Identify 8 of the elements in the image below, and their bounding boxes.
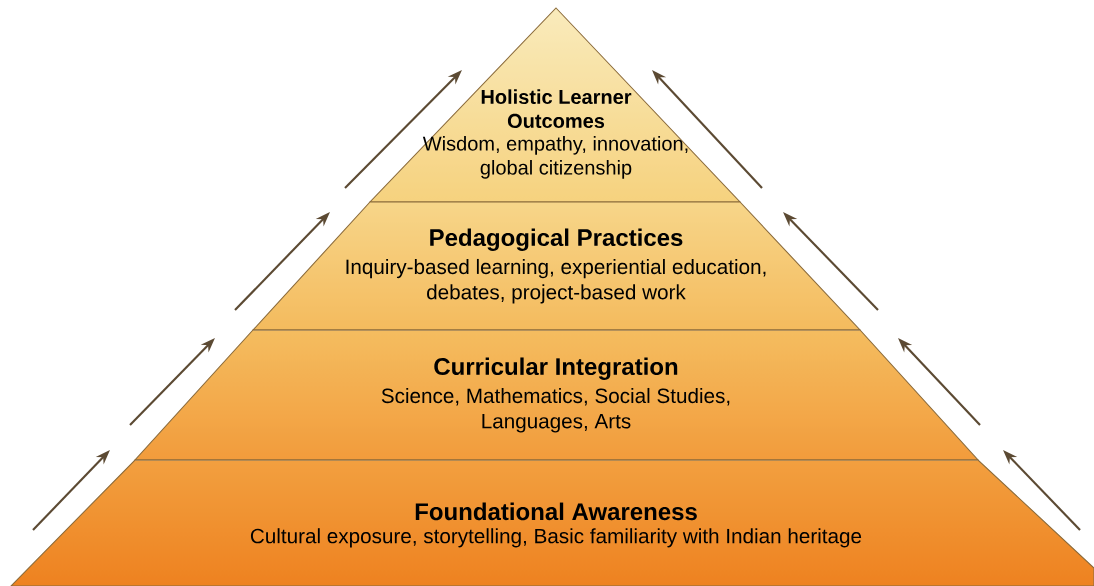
tier-description: Cultural exposure, storytelling, Basic familiarity with Indian heritage [250,528,862,548]
tier-heading: Pedagogical Practices [430,228,683,251]
tier-heading: Foundational Awareness [415,502,697,521]
tier-description: Wisdom, empathy, innovation, global citizenship [422,136,688,179]
tier-description: Science, Mathematics, Social Studies, Languages, Arts [381,387,730,433]
tier-heading: Curricular Integration [434,357,678,380]
tier-heading: Holistic Learner Outcomes [481,89,632,128]
tier-description: Inquiry-based learning, experiential education, debates, project-based work [346,258,766,304]
